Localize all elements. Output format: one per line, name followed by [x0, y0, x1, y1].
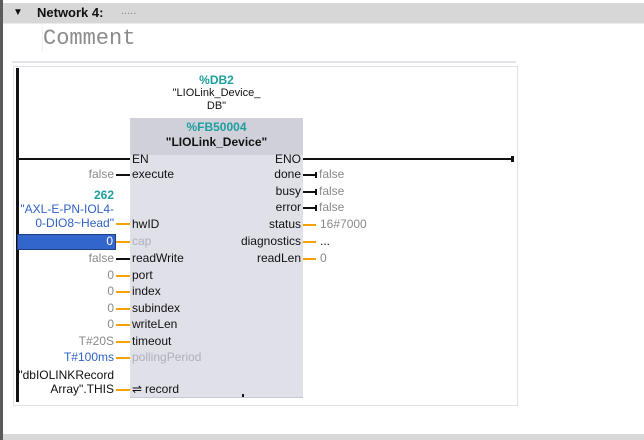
output-value-diagnostics[interactable]: ...: [320, 234, 331, 248]
en-wire: [18, 158, 130, 160]
pin-hwid[interactable]: hwID: [132, 217, 160, 231]
input-value-record-line1[interactable]: "dbIOLINKRecord: [18, 368, 114, 382]
window-left-border: [0, 0, 3, 440]
output-wire-error-end: [315, 205, 317, 211]
fb-name: "LIOLink_Device": [165, 135, 268, 149]
output-value-busy[interactable]: false: [319, 184, 345, 198]
output-wire-diagnostics: [303, 241, 316, 243]
fb-address: %FB50004: [186, 120, 247, 134]
input-field-cap-selected[interactable]: [17, 234, 116, 250]
input-wire-hwid: [116, 223, 130, 225]
pin-subindex[interactable]: subindex: [132, 301, 181, 315]
input-value-port[interactable]: 0: [107, 268, 114, 282]
instance-db-address: %DB2: [199, 73, 234, 87]
eno-wire: [303, 158, 512, 160]
input-wire-writelen: [116, 324, 130, 326]
input-wire-cap: [116, 241, 130, 243]
pin-readwrite[interactable]: readWrite: [132, 251, 184, 265]
pin-readlen[interactable]: readLen: [256, 251, 301, 265]
output-wire-done: [303, 174, 316, 176]
output-wire-error: [303, 207, 316, 209]
pin-port[interactable]: port: [132, 268, 153, 282]
output-value-readlen[interactable]: 0: [320, 251, 327, 265]
pin-cap[interactable]: cap: [132, 234, 152, 248]
function-block[interactable]: [130, 118, 303, 398]
pin-timeout[interactable]: timeout: [132, 334, 172, 348]
network-header[interactable]: ▼ Network 4: .....: [3, 3, 644, 24]
input-wire-record: [116, 389, 130, 391]
pin-en[interactable]: EN: [132, 152, 149, 166]
input-value-hwid-line1[interactable]: "AXL-E-PN-IOL4-: [20, 202, 114, 216]
collapse-triangle-icon[interactable]: ▼: [13, 7, 23, 18]
input-value-execute[interactable]: false: [88, 167, 114, 181]
input-value-cap[interactable]: 0: [106, 234, 113, 248]
input-wire-pollingperiod: [116, 357, 130, 359]
pin-eno[interactable]: ENO: [274, 152, 301, 166]
network-title-input[interactable]: .....: [121, 5, 137, 17]
pin-status[interactable]: status: [268, 217, 301, 231]
input-wire-port: [116, 275, 130, 277]
output-wire-busy-end: [315, 189, 317, 195]
output-wire-status: [303, 224, 316, 226]
input-wire-index: [116, 291, 130, 293]
eno-wire-end: [511, 156, 514, 162]
input-value-readwrite[interactable]: false: [88, 251, 114, 265]
pin-record[interactable]: record: [145, 382, 180, 396]
output-value-error[interactable]: false: [319, 200, 345, 214]
input-value-hwid-line2[interactable]: 0-DIO8~Head": [35, 216, 114, 230]
pin-index[interactable]: index: [132, 284, 161, 298]
network-title: Network 4:: [37, 5, 104, 20]
pin-done[interactable]: done: [274, 167, 301, 181]
input-wire-timeout: [116, 341, 130, 343]
input-wire-execute: [116, 174, 130, 176]
input-value-record-line2[interactable]: Array".THIS: [50, 382, 114, 396]
function-block-header: [130, 118, 303, 155]
next-network-header: [3, 434, 644, 440]
input-wire-subindex: [116, 308, 130, 310]
instance-db-name-line2[interactable]: DB": [206, 100, 227, 112]
network-separator: [12, 61, 516, 63]
pin-diagnostics[interactable]: diagnostics: [240, 234, 301, 248]
input-wire-readwrite: [116, 258, 130, 260]
input-value-writelen[interactable]: 0: [107, 317, 114, 331]
pin-writelen[interactable]: writeLen: [132, 317, 178, 331]
output-wire-busy: [303, 191, 316, 193]
input-value-index[interactable]: 0: [107, 284, 114, 298]
block-expand-handle[interactable]: [242, 394, 244, 397]
instance-db-name-line1[interactable]: "LIOLink_Device_: [172, 87, 261, 99]
pin-pollingperiod[interactable]: pollingPeriod: [132, 350, 202, 364]
pin-execute[interactable]: execute: [132, 167, 175, 181]
output-wire-readlen: [303, 258, 316, 260]
input-address-hwid: 262: [93, 188, 114, 202]
input-value-timeout[interactable]: T#20S: [78, 334, 114, 348]
input-value-subindex[interactable]: 0: [107, 301, 114, 315]
network-comment[interactable]: Comment: [42, 26, 513, 52]
input-value-pollingperiod[interactable]: T#100ms: [63, 350, 114, 364]
output-value-status[interactable]: 16#7000: [320, 217, 367, 231]
inout-arrows-icon: ⇌: [132, 382, 143, 396]
pin-error[interactable]: error: [275, 200, 301, 214]
output-wire-done-end: [315, 172, 317, 178]
pin-busy[interactable]: busy: [275, 184, 301, 198]
output-value-done[interactable]: false: [319, 167, 345, 181]
